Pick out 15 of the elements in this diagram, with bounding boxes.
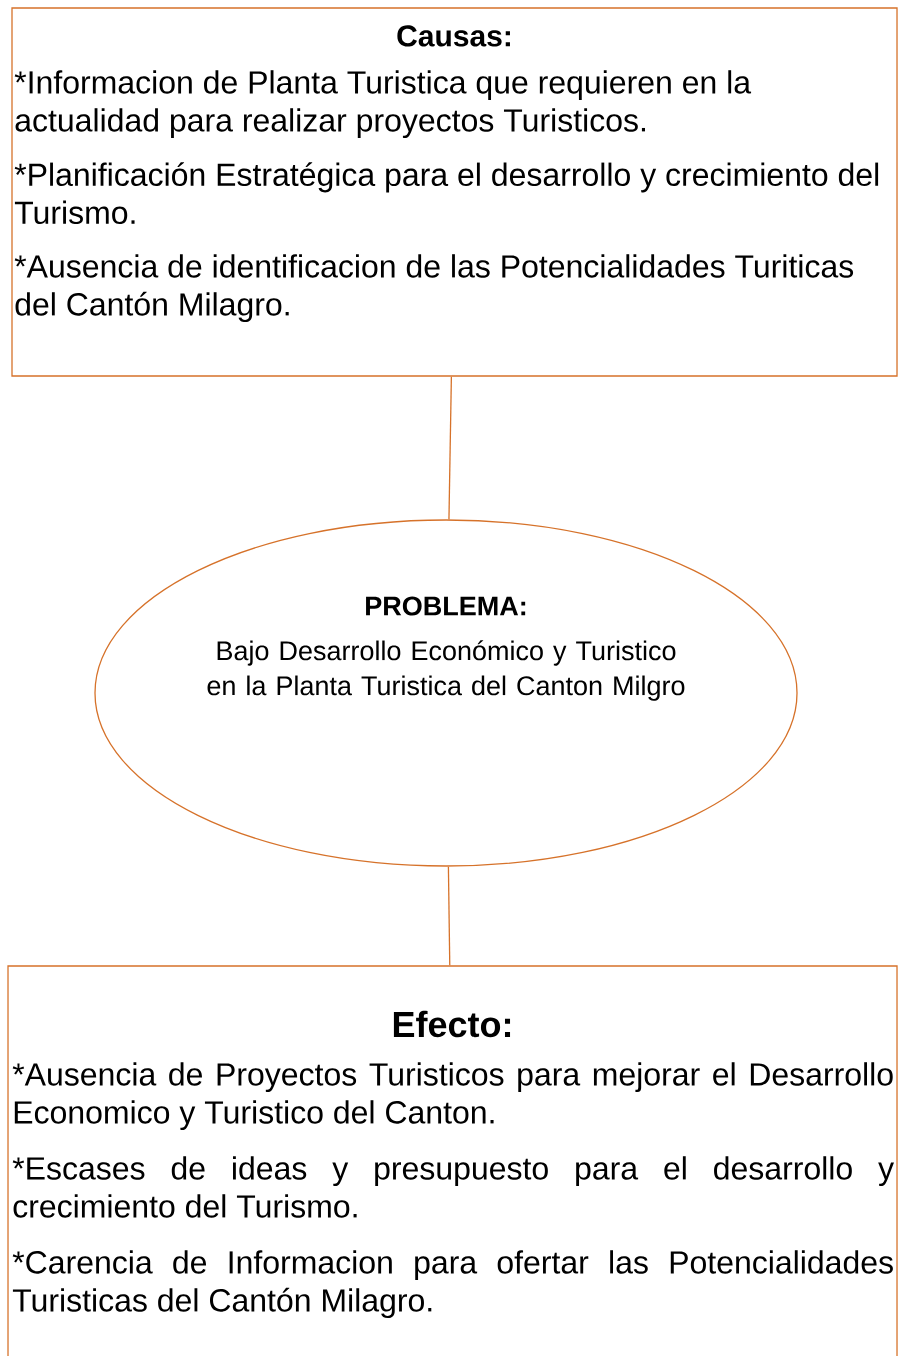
connector-line <box>448 376 453 520</box>
paragraph: *Carencia de Informacion para ofertar las Potencialidades Turisticas del Cantón Milagro. <box>12 1250 893 1319</box>
paragraph: *Escases de ideas y presupuesto para el desarrollo y crecimiento del Turismo. <box>12 1156 894 1218</box>
heading: Efecto: <box>393 1010 511 1038</box>
paragraph: *Ausencia de Proyectos Turisticos para mejorar el Desarrollo Economico y Turistico del Canton. <box>12 1062 893 1131</box>
paragraph: *Planificación Estratégica para el desarrollo y crecimiento del Turismo. <box>14 162 879 225</box>
effect-box <box>7 965 898 1356</box>
cause-box <box>11 7 898 377</box>
paragraph: *Informacion de Planta Turistica que requieren en la actualidad para realizar proyectos Turisticos. <box>14 70 752 138</box>
problem-ellipse <box>94 519 798 867</box>
heading: PROBLEMA: <box>366 596 526 616</box>
connector-line <box>447 866 451 966</box>
heading: Causas: <box>397 25 510 47</box>
paragraph: *Ausencia de identificacion de las Potencialidades Turiticas del Cantón Milagro. <box>14 254 854 322</box>
paragraph: Bajo Desarrollo Económico y Turistico en la Planta Turistica del Canton Milgro <box>207 640 685 701</box>
